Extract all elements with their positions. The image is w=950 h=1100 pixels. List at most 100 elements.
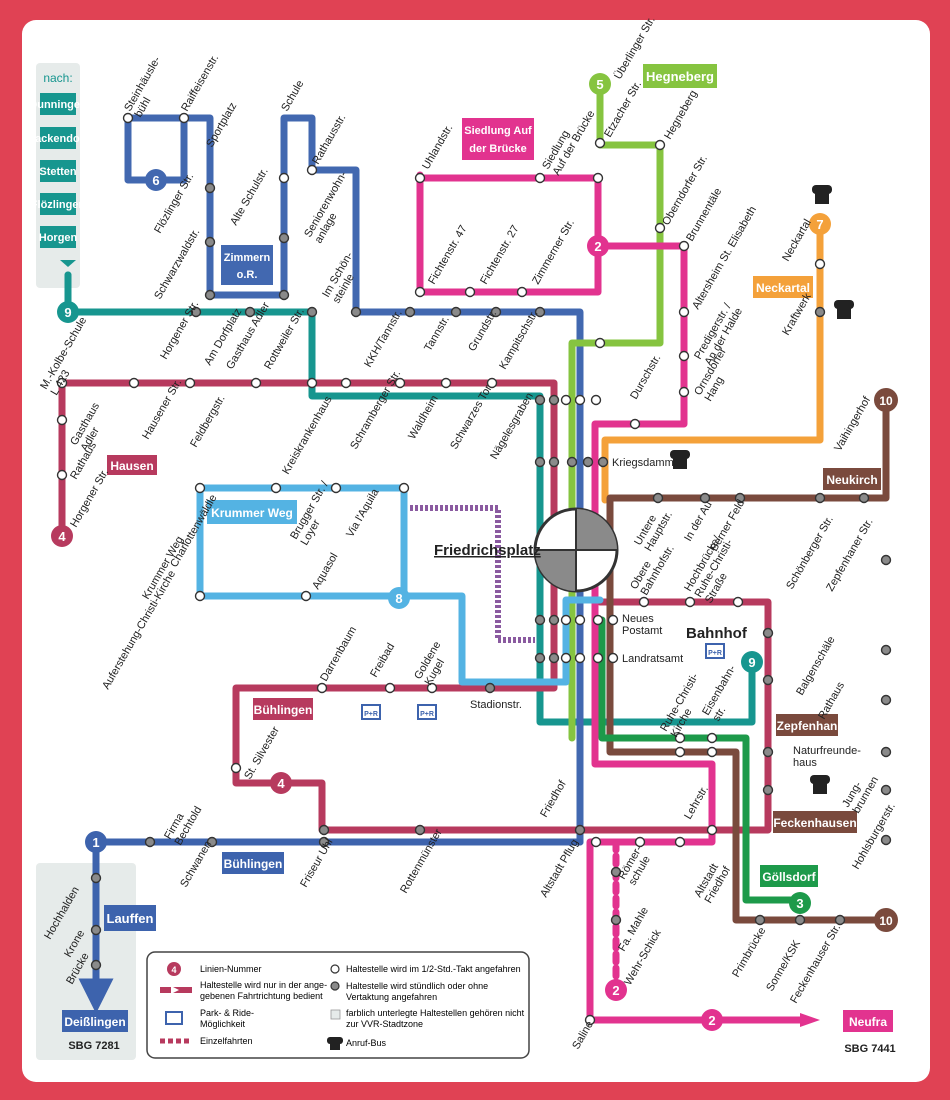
stop-dot[interactable]	[404, 306, 416, 318]
stop-dot[interactable]	[384, 682, 396, 694]
stop-dot[interactable]	[548, 652, 560, 664]
stop-dot[interactable]	[597, 456, 609, 468]
stop-dot[interactable]	[426, 682, 438, 694]
line-7-badge[interactable]: 7	[809, 213, 831, 235]
stop-dot[interactable]	[350, 306, 362, 318]
stop-dot[interactable]	[880, 834, 892, 846]
line-3-badge[interactable]: 3	[789, 892, 811, 914]
stop-dot[interactable]	[398, 482, 410, 494]
stop-dot[interactable]	[610, 866, 622, 878]
line-1-badge[interactable]: 1	[85, 831, 107, 853]
stop-dot[interactable]	[56, 414, 68, 426]
dest-dunningen[interactable]: Dunningen	[29, 93, 87, 115]
dest-neckartal[interactable]: Neckartal	[753, 276, 813, 298]
dest-feckenhausen[interactable]: Feckenhausen	[773, 811, 857, 833]
line-2-badge[interactable]: 2	[587, 235, 609, 257]
stop-dot[interactable]	[706, 824, 718, 836]
stop-dot[interactable]	[190, 306, 202, 318]
stop-dot[interactable]	[486, 377, 498, 389]
stop-dot[interactable]	[574, 614, 586, 626]
stop-dot[interactable]	[634, 836, 646, 848]
stop-dot[interactable]	[278, 172, 290, 184]
dest-deisslingen[interactable]: Deißlingen	[62, 1010, 128, 1032]
stop-dot[interactable]	[278, 232, 290, 244]
stop-dot[interactable]	[204, 182, 216, 194]
stop-dot[interactable]	[880, 694, 892, 706]
stop-dot[interactable]	[206, 836, 218, 848]
stop-dot[interactable]	[674, 746, 686, 758]
stop-dot[interactable]	[90, 872, 102, 884]
stop-dot[interactable]	[762, 784, 774, 796]
line-10-badge[interactable]: 10	[874, 908, 898, 932]
line-8-badge[interactable]: 8	[388, 587, 410, 609]
stop-dot[interactable]	[560, 652, 572, 664]
stop-dot[interactable]	[278, 289, 290, 301]
stop-dot[interactable]	[654, 222, 666, 234]
dest-buehlingen[interactable]: Bühlingen	[253, 698, 313, 720]
stop-dot[interactable]	[306, 377, 318, 389]
dest-horgen[interactable]: Horgen	[39, 226, 78, 248]
dest-zepfenhan[interactable]: Zepfenhan	[776, 714, 838, 736]
stop-dot[interactable]	[706, 746, 718, 758]
stop-dot[interactable]	[464, 286, 476, 298]
stop-dot[interactable]	[490, 306, 502, 318]
stop-dot[interactable]	[674, 732, 686, 744]
stop-dot[interactable]	[56, 469, 68, 481]
stop-dot[interactable]	[880, 554, 892, 566]
stop-dot[interactable]	[90, 959, 102, 971]
stop-dot[interactable]	[592, 172, 604, 184]
stop-dot[interactable]	[90, 924, 102, 936]
stop-dot[interactable]	[574, 824, 586, 836]
stop-dot[interactable]	[560, 394, 572, 406]
dest-hegneberg[interactable]: Hegneberg	[643, 64, 717, 88]
stop-dot[interactable]	[440, 377, 452, 389]
stop-dot[interactable]	[128, 377, 140, 389]
stop-dot[interactable]	[414, 824, 426, 836]
stop-dot[interactable]	[194, 590, 206, 602]
stop-dot[interactable]	[560, 614, 572, 626]
stop-dot[interactable]	[548, 614, 560, 626]
stop-dot[interactable]	[574, 394, 586, 406]
stop-dot[interactable]	[414, 286, 426, 298]
stop-dot[interactable]	[706, 732, 718, 744]
stop-dot[interactable]	[484, 682, 496, 694]
stop-dot[interactable]	[204, 236, 216, 248]
dest-hausen[interactable]: Hausen	[107, 455, 157, 475]
stop-dot[interactable]	[300, 590, 312, 602]
stop-dot[interactable]	[590, 394, 602, 406]
stop-dot[interactable]	[122, 112, 134, 124]
stop-dot[interactable]	[414, 172, 426, 184]
stop-dot[interactable]	[678, 386, 690, 398]
line-5-badge[interactable]: 5	[589, 73, 611, 95]
park-ride-icon[interactable]: P+R	[361, 704, 381, 720]
stop-dot[interactable]	[584, 1014, 596, 1026]
stop-dot[interactable]	[534, 614, 546, 626]
stop-dot[interactable]	[194, 482, 206, 494]
stop-dot[interactable]	[814, 492, 826, 504]
stop-dot[interactable]	[594, 137, 606, 149]
line-9-badge[interactable]: 9	[741, 651, 763, 673]
stop-dot[interactable]	[880, 784, 892, 796]
stop-dot[interactable]	[834, 914, 846, 926]
stop-dot[interactable]	[204, 289, 216, 301]
dest-lauffen[interactable]: Lauffen	[104, 905, 156, 931]
stop-dot[interactable]	[534, 306, 546, 318]
stop-dot[interactable]	[678, 240, 690, 252]
dest-neukirch[interactable]: Neukirch	[823, 468, 881, 490]
stop-dot[interactable]	[590, 836, 602, 848]
stop-dot[interactable]	[184, 377, 196, 389]
stop-dot[interactable]	[610, 914, 622, 926]
stop-dot[interactable]	[394, 377, 406, 389]
stop-dot[interactable]	[607, 614, 619, 626]
line-4-badge[interactable]: 4	[270, 772, 292, 794]
stop-dot[interactable]	[534, 456, 546, 468]
stop-dot[interactable]	[144, 836, 156, 848]
stop-dot[interactable]	[244, 306, 256, 318]
stop-dot[interactable]	[516, 286, 528, 298]
dest-floezlingen[interactable]: Flözlingen	[31, 193, 86, 215]
stop-dot[interactable]	[270, 482, 282, 494]
dest-neufra[interactable]: Neufra	[843, 1010, 893, 1032]
stop-dot[interactable]	[638, 596, 650, 608]
stop-dot[interactable]	[230, 762, 242, 774]
